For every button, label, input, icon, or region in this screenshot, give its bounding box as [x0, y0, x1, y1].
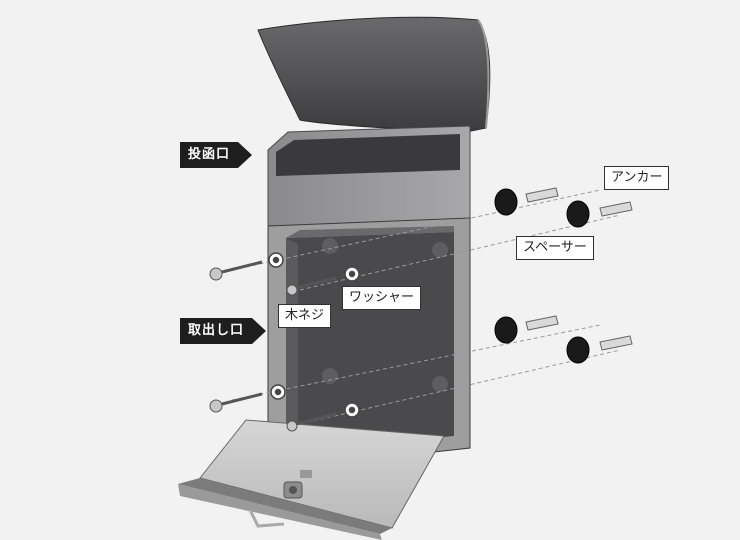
anchor-label: アンカー — [604, 166, 670, 190]
outlet-label: 取出し口 — [180, 318, 267, 344]
spacer-icon — [494, 188, 590, 364]
mailbox-lid — [257, 16, 491, 133]
spacer-label: スペーサー — [516, 236, 594, 260]
mailbox-slot-opening — [276, 134, 460, 176]
wood-screw-label: 木ネジ — [278, 304, 332, 328]
anchor-icon — [525, 187, 633, 351]
washer-icon — [268, 252, 360, 418]
washer-label: ワッシャー — [342, 286, 422, 310]
screw-icon — [209, 260, 337, 432]
slot-label: 投函口 — [180, 142, 253, 168]
mailbox-lid-edge — [477, 19, 490, 129]
guide-lines — [231, 189, 621, 425]
